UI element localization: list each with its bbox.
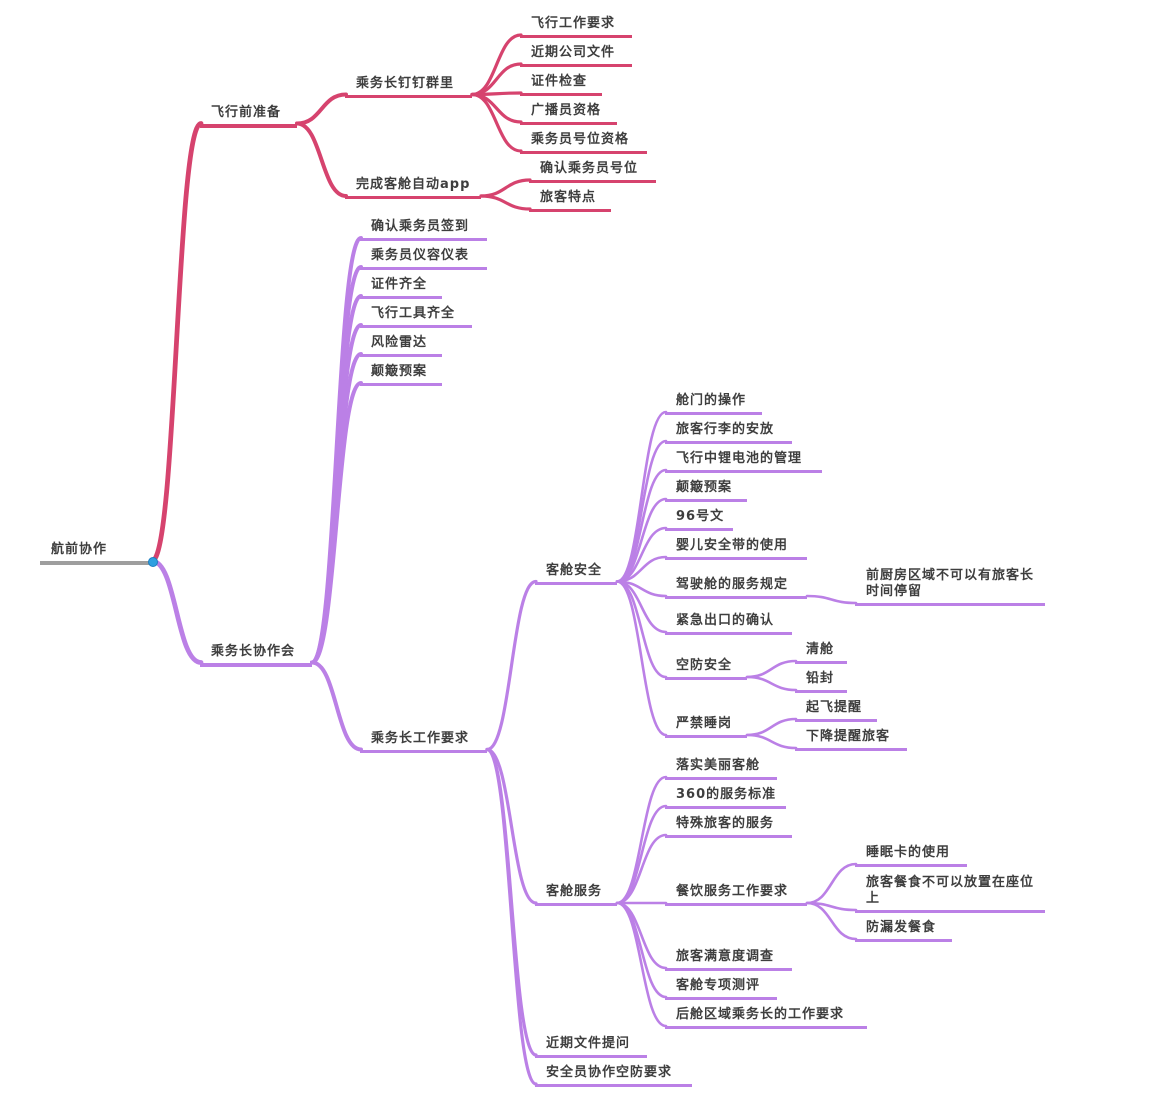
- topic-1-5[interactable]: 颠簸预案: [360, 362, 442, 386]
- topic-0-0-3[interactable]: 广播员资格: [520, 101, 617, 125]
- branch-connector: [295, 121, 348, 198]
- topic-1-6-1-5[interactable]: 客舱专项测评: [665, 976, 777, 1000]
- topic-1-6-0-8-1[interactable]: 铅封: [795, 669, 847, 693]
- topic-1-6-0-1[interactable]: 旅客行李的安放: [665, 420, 792, 444]
- branch-connector: [615, 580, 668, 737]
- branch-connector: [615, 901, 668, 999]
- branch-connector: [805, 594, 858, 605]
- topic-1-6-0-9-1[interactable]: 下降提醒旅客: [795, 727, 907, 751]
- topic-1-6-1-3-0[interactable]: 睡眠卡的使用: [855, 843, 967, 867]
- topic-1-6-0-4[interactable]: 96号文: [665, 507, 733, 531]
- branch-connector: [615, 468, 668, 583]
- topic-1-6-1-2[interactable]: 特殊旅客的服务: [665, 814, 792, 838]
- branch-connector: [615, 439, 668, 583]
- topic-1-6-0-3[interactable]: 颠簸预案: [665, 478, 747, 502]
- branch-connector: [470, 92, 523, 124]
- topic-1-6-0-6[interactable]: 驾驶舱的服务规定: [665, 575, 807, 599]
- branch-connector: [485, 579, 538, 752]
- collapse-handle-dot[interactable]: [148, 557, 158, 567]
- branch-connector: [479, 194, 532, 211]
- topic-1-6-1-6[interactable]: 后舱区域乘务长的工作要求: [665, 1005, 867, 1029]
- branch-connector: [615, 901, 668, 1028]
- topic-1-6-1-3[interactable]: 餐饮服务工作要求: [665, 882, 807, 906]
- branch-connector: [615, 804, 668, 905]
- topic-1-6-0-0[interactable]: 舱门的操作: [665, 391, 762, 415]
- topic-1-6-0-9-0[interactable]: 起飞提醒: [795, 698, 877, 722]
- topic-1-6-0-5[interactable]: 婴儿安全带的使用: [665, 536, 807, 560]
- topic-0-0-0[interactable]: 飞行工作要求: [520, 14, 632, 38]
- branch-connector: [805, 901, 858, 941]
- topic-1-6-1-4[interactable]: 旅客满意度调查: [665, 947, 792, 971]
- branch-connector: [615, 833, 668, 905]
- branch-connector: [310, 660, 363, 752]
- topic-1-6-0-2[interactable]: 飞行中锂电池的管理: [665, 449, 822, 473]
- topic-1[interactable]: 乘务长协作会: [200, 642, 312, 667]
- topic-0-0[interactable]: 乘务长钉钉群里: [345, 74, 472, 98]
- topic-1-6-1-1[interactable]: 360的服务标准: [665, 785, 786, 809]
- topic-1-6-2[interactable]: 近期文件提问: [535, 1034, 647, 1058]
- topic-0-0-4[interactable]: 乘务员号位资格: [520, 130, 647, 154]
- topic-1-6-3[interactable]: 安全员协作空防要求: [535, 1063, 692, 1087]
- topic-1-0[interactable]: 确认乘务员签到: [360, 217, 487, 241]
- branch-connector: [149, 558, 204, 665]
- branch-connector: [295, 92, 348, 126]
- topic-0[interactable]: 飞行前准备: [200, 103, 297, 128]
- topic-1-6-0-6-0[interactable]: 前厨房区域不可以有旅客长时间停留: [855, 566, 1045, 606]
- topic-1-6-0-9[interactable]: 严禁睡岗: [665, 714, 747, 738]
- branch-connector: [745, 659, 798, 679]
- branch-connector: [745, 675, 798, 692]
- topic-1-6-1-3-1[interactable]: 旅客餐食不可以放置在座位上: [855, 873, 1045, 913]
- topic-0-0-1[interactable]: 近期公司文件: [520, 43, 632, 67]
- topic-1-3[interactable]: 飞行工具齐全: [360, 304, 472, 328]
- topic-0-0-2[interactable]: 证件检查: [520, 72, 602, 96]
- topic-0-1-1[interactable]: 旅客特点: [529, 188, 611, 212]
- root-topic[interactable]: 航前协作: [40, 540, 152, 565]
- topic-1-1[interactable]: 乘务员仪容仪表: [360, 246, 487, 270]
- topic-1-2[interactable]: 证件齐全: [360, 275, 442, 299]
- topic-1-6-0[interactable]: 客舱安全: [535, 561, 617, 585]
- branch-connector: [745, 717, 798, 737]
- topic-1-6-0-7[interactable]: 紧急出口的确认: [665, 611, 792, 635]
- topic-1-6[interactable]: 乘务长工作要求: [360, 729, 487, 753]
- topic-0-1-0[interactable]: 确认乘务员号位: [529, 159, 656, 183]
- topic-1-6-0-8[interactable]: 空防安全: [665, 656, 747, 680]
- topic-1-4[interactable]: 风险雷达: [360, 333, 442, 357]
- branch-connector: [479, 178, 532, 198]
- branch-connector: [310, 381, 363, 665]
- topic-1-6-1-3-2[interactable]: 防漏发餐食: [855, 918, 952, 942]
- branch-connector: [615, 775, 668, 905]
- topic-1-6-1-0[interactable]: 落实美丽客舱: [665, 756, 777, 780]
- topic-1-6-1[interactable]: 客舱服务: [535, 882, 617, 906]
- branch-connector: [470, 92, 523, 153]
- topic-0-1[interactable]: 完成客舱自动app: [345, 175, 481, 199]
- branch-connector: [485, 747, 538, 1086]
- branch-connector: [485, 747, 538, 905]
- topic-1-6-0-8-0[interactable]: 清舱: [795, 640, 847, 664]
- branch-connector: [745, 733, 798, 750]
- branch-connector: [149, 121, 204, 564]
- branch-connector: [805, 862, 858, 905]
